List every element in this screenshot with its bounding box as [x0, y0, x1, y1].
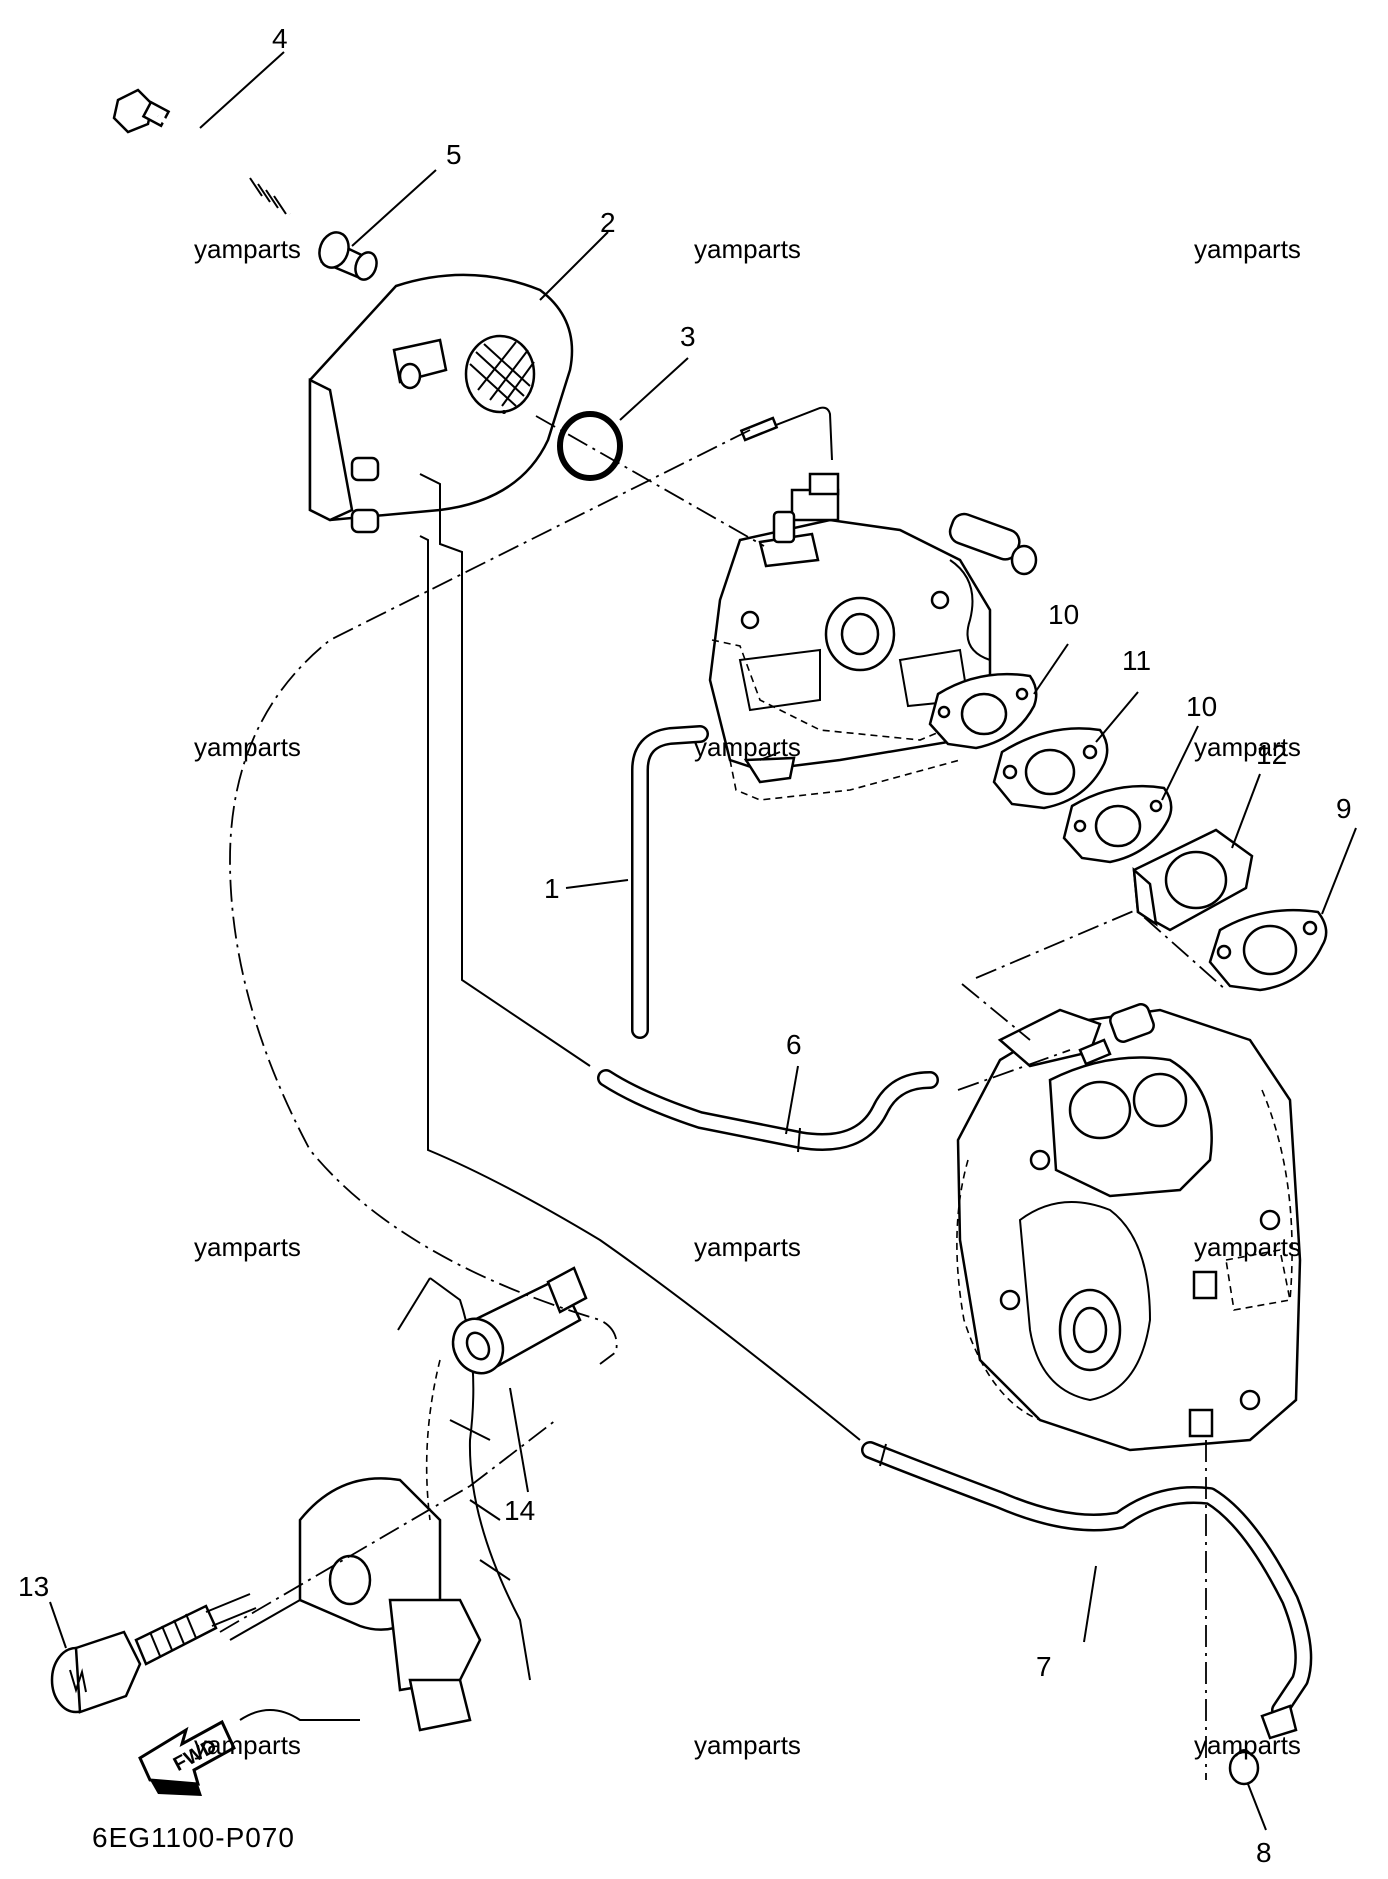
part-2-silencer [308, 273, 574, 534]
part-13-choke-knob [50, 1593, 257, 1714]
carburetor [708, 472, 1038, 801]
throttle-link [739, 406, 833, 461]
watermark: yamparts [694, 1730, 801, 1760]
choke-cable [419, 473, 861, 1441]
part-6-hose [597, 1069, 939, 1153]
callout-4: 4 [272, 23, 288, 54]
watermark: yamparts [694, 234, 801, 264]
callout-8: 8 [1256, 1837, 1272, 1868]
callout-6: 6 [786, 1029, 802, 1060]
part-4-bolt [112, 88, 292, 217]
watermark: yamparts [194, 1730, 301, 1760]
crankcase [956, 1003, 1302, 1452]
callout-1: 1 [544, 873, 560, 904]
part-1-hose [631, 725, 709, 1039]
callout-11: 11 [1122, 645, 1151, 676]
callout-12: 12 [1256, 739, 1287, 770]
watermark: yamparts [1194, 732, 1301, 762]
watermark: yamparts [194, 234, 301, 264]
part-10-gasket-upper [928, 672, 1038, 750]
leader-lines [49, 51, 1357, 1831]
callout-2: 2 [600, 207, 616, 238]
watermark: yamparts [1194, 1232, 1301, 1262]
part-11-gasket [992, 727, 1109, 810]
watermark: yamparts [1194, 234, 1301, 264]
watermark: yamparts [694, 732, 801, 762]
callout-10b: 10 [1186, 691, 1217, 722]
part-12-insulator [1132, 828, 1254, 932]
watermark: yamparts [694, 1232, 801, 1262]
callout-5: 5 [446, 139, 462, 170]
part-5-collar [318, 231, 378, 281]
drawing-code: 6EG1100-P070 [92, 1822, 295, 1853]
part-8-clip [1228, 1750, 1260, 1786]
callout-10a: 10 [1048, 599, 1079, 630]
callout-7: 7 [1036, 1651, 1052, 1682]
lower-cowling-bracket [229, 1277, 531, 1732]
part-10-gasket-lower [1062, 784, 1173, 864]
callout-14: 14 [504, 1495, 535, 1526]
callout-9: 9 [1336, 793, 1352, 824]
watermark: yamparts [194, 732, 301, 762]
callouts: 4 5 2 3 10 11 10 12 9 1 6 14 13 7 8 [18, 23, 1352, 1868]
part-14-grommet [451, 1266, 588, 1375]
part-7-hose [861, 1441, 1313, 1740]
part-3-o-ring [557, 411, 623, 481]
watermark: yamparts [1194, 1730, 1301, 1760]
watermark: yamparts [194, 1232, 301, 1262]
callout-13: 13 [18, 1571, 49, 1602]
callout-3: 3 [680, 321, 696, 352]
assembly-lines [219, 415, 1227, 1780]
part-9-gasket [1208, 908, 1328, 992]
